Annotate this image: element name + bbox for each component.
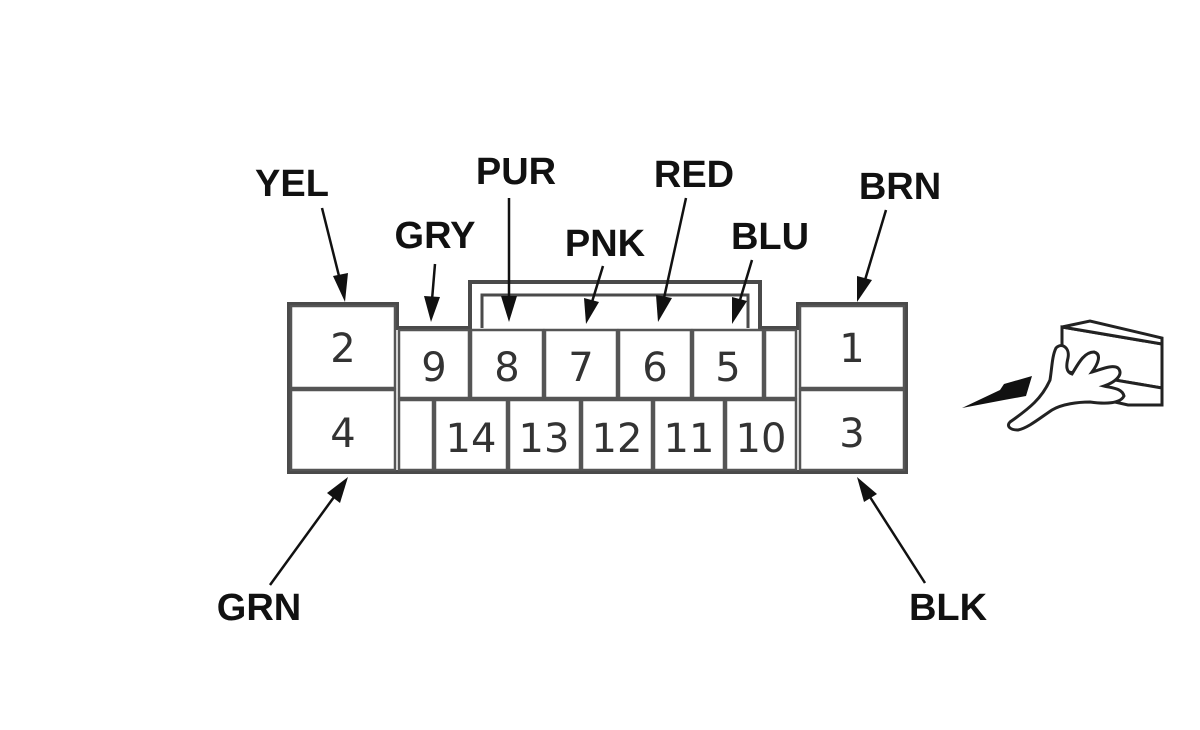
pin-cell-blank-bottom — [397, 398, 435, 472]
arrow-red — [662, 197, 688, 299]
pin-cell-11 — [652, 398, 726, 472]
pin-cell-13 — [507, 398, 582, 472]
pin-number: 2 — [330, 326, 355, 372]
wire-label-grn: GRN — [217, 587, 301, 629]
pin-number: 9 — [421, 345, 446, 391]
arrowhead-brn — [857, 276, 872, 302]
pin-cell-5 — [691, 328, 765, 400]
pin-number: 5 — [715, 345, 740, 391]
pin-cell-9 — [397, 328, 471, 400]
pin-number: 10 — [736, 416, 787, 462]
pin-number: 4 — [330, 411, 355, 457]
arrowhead-pnk — [584, 298, 599, 324]
arrow-gry — [430, 263, 437, 301]
pin-cell-4 — [289, 388, 397, 472]
arrowhead-blu — [732, 297, 747, 324]
wire-label-pur: PUR — [476, 151, 556, 193]
pin-number: 1 — [839, 326, 864, 372]
pin-cell-3 — [798, 388, 906, 472]
pin-number: 12 — [592, 416, 643, 462]
pin-number: 13 — [519, 416, 570, 462]
arrowhead-yel — [333, 273, 348, 302]
pin-cell-blank-top — [763, 328, 798, 400]
leader-arrows — [268, 197, 927, 586]
pin-number: 14 — [446, 416, 497, 462]
arrowhead-red — [656, 295, 672, 322]
wire-label-blu: BLU — [731, 216, 809, 258]
arrow-yel — [320, 207, 342, 281]
pin-number: 7 — [568, 345, 593, 391]
hand-pointing-connector-icon — [962, 319, 1164, 432]
connector-latch — [480, 293, 750, 328]
wire-label-pnk: PNK — [565, 223, 646, 265]
pin-cell-14 — [433, 398, 509, 472]
arrow-blu — [738, 259, 754, 301]
pin-cell-10 — [724, 398, 798, 472]
arrow-blk — [868, 496, 927, 584]
pin-cell-7 — [543, 328, 619, 400]
arrowhead-gry — [424, 296, 440, 322]
wire-label-gry: GRY — [395, 215, 476, 257]
wire-label-brn: BRN — [859, 166, 941, 208]
pin-cell-1 — [798, 304, 906, 390]
arrow-brn — [863, 209, 888, 281]
wire-label-red: RED — [654, 154, 734, 196]
pin-cell-6 — [617, 328, 693, 400]
wire-label-yel: YEL — [255, 163, 329, 205]
arrowhead-blk — [857, 477, 877, 502]
pin-number: 3 — [839, 411, 864, 457]
arrow-pnk — [590, 265, 605, 303]
arrowhead-pur — [501, 296, 517, 322]
pin-number: 8 — [494, 345, 519, 391]
pin-number: 11 — [664, 416, 715, 462]
pin-cell-12 — [580, 398, 654, 472]
pin-number: 6 — [642, 345, 667, 391]
connector-outline — [287, 280, 908, 474]
arrowhead-grn — [327, 477, 348, 503]
arrow-grn — [268, 496, 336, 586]
pin-cell-8 — [469, 328, 545, 400]
wire-label-blk: BLK — [909, 587, 988, 629]
pin-cell-2 — [289, 304, 397, 390]
